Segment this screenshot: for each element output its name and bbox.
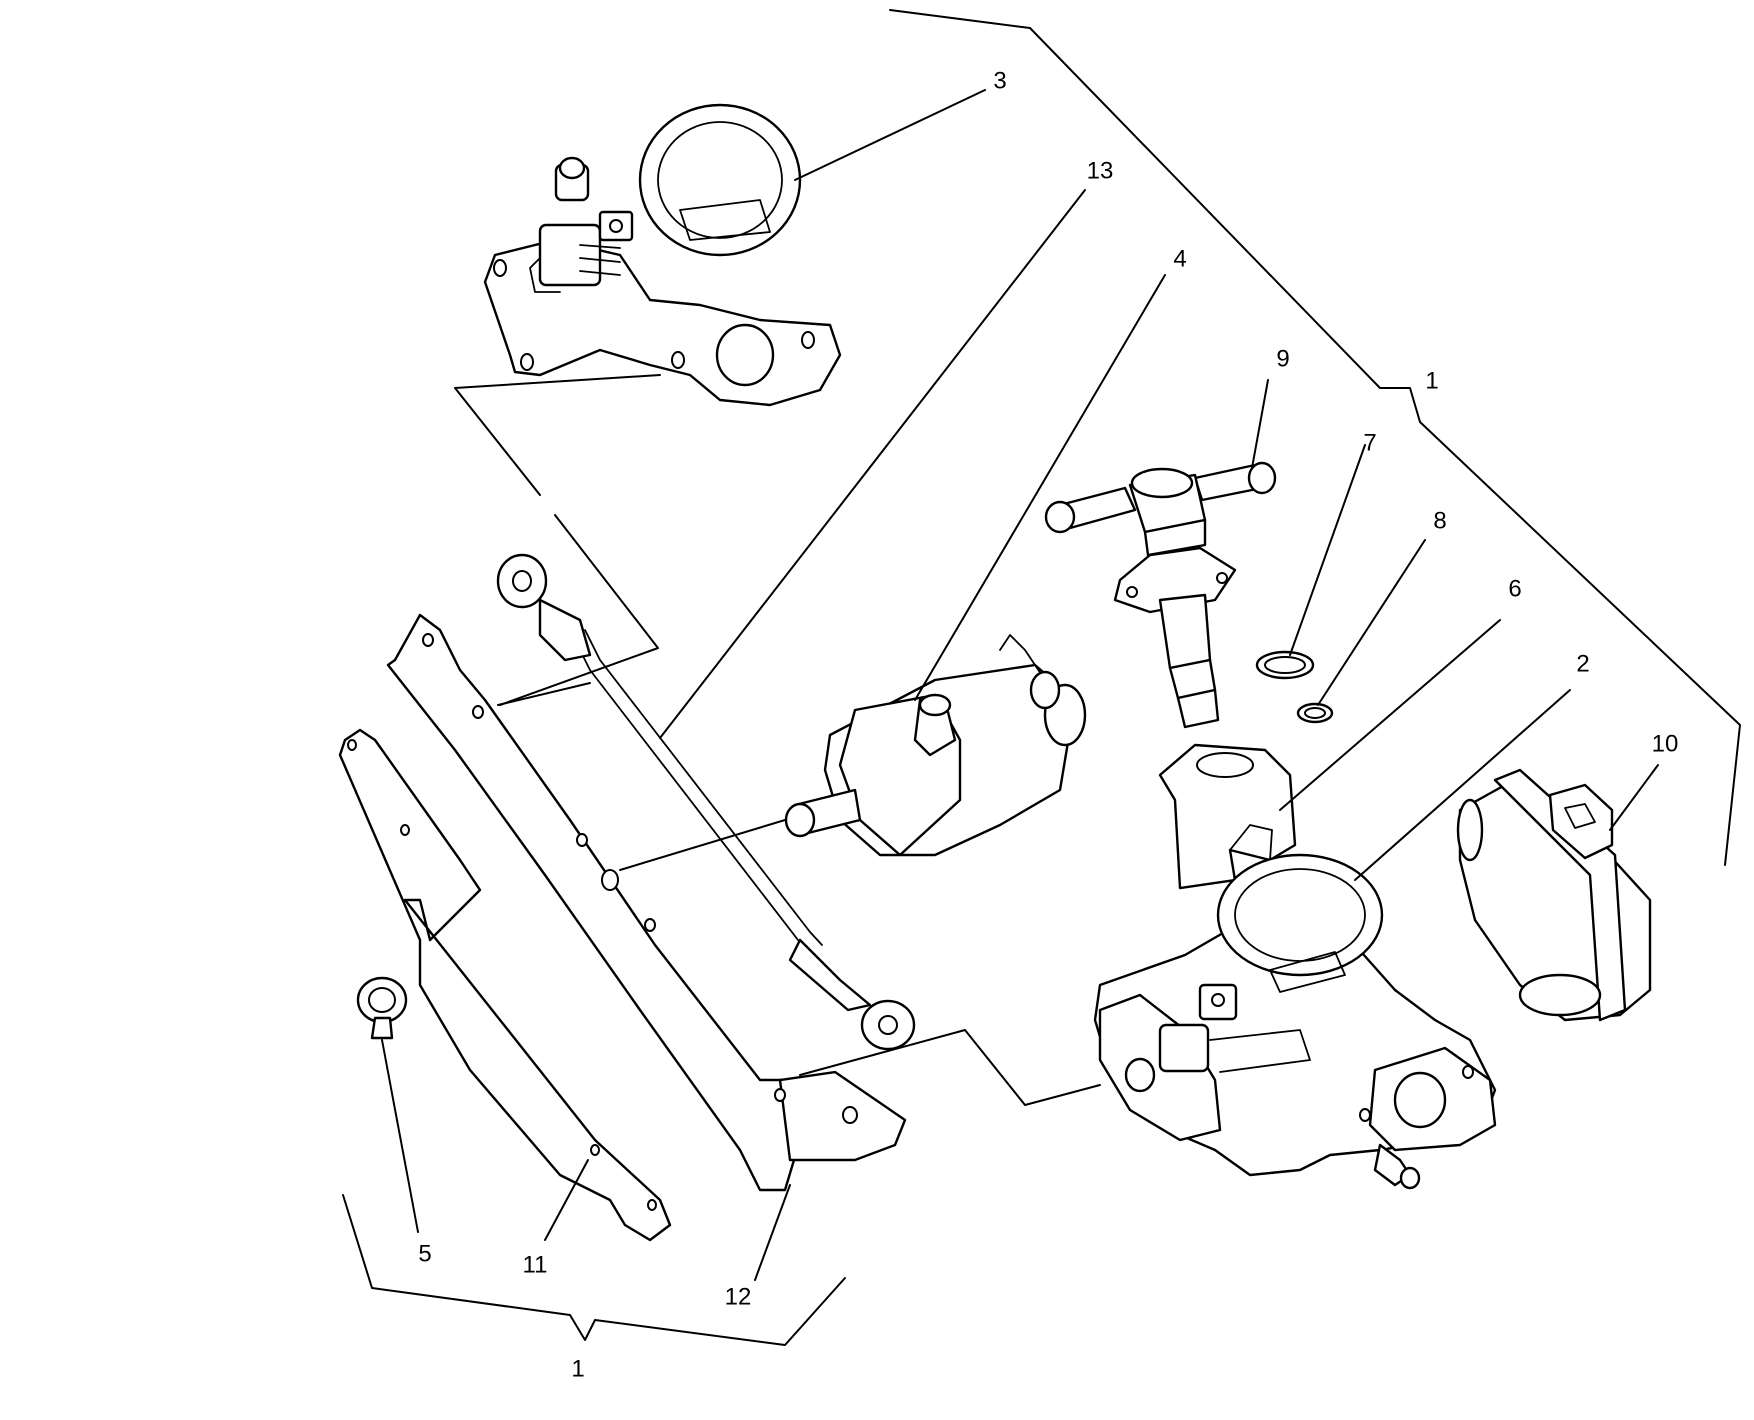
leader-3 (794, 89, 986, 181)
leader-2 (1354, 689, 1571, 881)
leader-8 (1317, 539, 1426, 706)
o-ring-large (1255, 650, 1315, 680)
callout-10: 10 (1652, 730, 1679, 757)
throttle-body-upper (483, 103, 842, 407)
throttle-position-sensor (1456, 768, 1652, 1022)
o-ring-small (1296, 702, 1334, 724)
callout-3: 3 (993, 67, 1006, 94)
leader-6 (1279, 619, 1501, 811)
callout-1-bottom: 1 (571, 1355, 584, 1382)
link-rod (496, 553, 916, 1051)
leader-7 (1289, 444, 1366, 656)
injector (1044, 461, 1277, 729)
leader-10 (1609, 764, 1659, 831)
callout-8: 8 (1433, 507, 1446, 534)
group-bracket-left-inner (454, 374, 661, 706)
callout-labels: 3 13 4 1 9 7 8 6 2 10 5 11 12 1 (418, 67, 1678, 1382)
throttle-body-lower (1093, 853, 1497, 1190)
group-bracket-top-right (889, 9, 1741, 866)
leader-inner-c (799, 1029, 1101, 1106)
callout-7: 7 (1363, 429, 1376, 456)
callout-6: 6 (1508, 575, 1521, 602)
leader-inner-b (619, 819, 786, 871)
leader-5 (381, 1039, 419, 1233)
callout-1-right: 1 (1425, 367, 1438, 394)
leader-lines (381, 89, 1659, 1281)
callout-5: 5 (418, 1240, 431, 1267)
leader-12 (754, 1184, 791, 1281)
callout-13: 13 (1087, 157, 1114, 184)
leader-11 (544, 1159, 589, 1241)
callout-11: 11 (523, 1251, 548, 1278)
leader-13 (659, 189, 1086, 739)
clip (356, 976, 408, 1040)
bracket-plate (338, 728, 672, 1242)
callout-2: 2 (1576, 650, 1589, 677)
leader-9 (1251, 379, 1269, 469)
callout-9: 9 (1276, 345, 1289, 372)
leader-4 (914, 274, 1166, 701)
group-bracket-bottom (342, 1194, 846, 1346)
leader-inner-a (497, 682, 591, 706)
callout-4: 4 (1173, 245, 1186, 272)
bracket-long (386, 613, 907, 1192)
callout-12: 12 (725, 1283, 752, 1310)
injector-holder (1158, 743, 1297, 890)
idle-air-actuator (784, 634, 1087, 857)
